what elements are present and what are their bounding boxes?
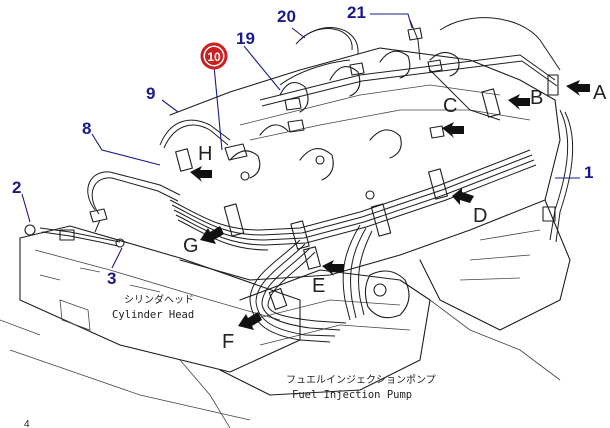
view-arrow-e (322, 260, 344, 276)
part-number-9: 9 (146, 84, 155, 103)
part-number-3: 3 (107, 269, 116, 288)
engine-outline (0, 47, 571, 428)
view-arrow-h (190, 166, 212, 182)
highlight-ring-fill (205, 47, 223, 65)
annotation-labels: シリンダヘッド Cylinder Head フュエルインジェクションポンプ Fu… (24, 293, 436, 428)
cylinder-head-label-en: Cylinder Head (112, 309, 194, 321)
view-arrow-d (452, 188, 474, 205)
view-arrows (190, 80, 590, 330)
view-letter-f: F (222, 331, 234, 353)
part-number-8: 8 (82, 119, 91, 138)
view-letter-d: D (473, 205, 487, 227)
view-letters: A B C D E F G H (183, 82, 607, 353)
page-marker: 4 (24, 419, 30, 428)
view-arrow-a (566, 80, 590, 96)
view-arrow-c (442, 122, 464, 138)
view-letter-e: E (312, 275, 325, 297)
view-arrow-f (238, 312, 262, 330)
view-letter-c: C (443, 95, 457, 117)
part-number-20: 20 (277, 7, 296, 26)
part-numbers: 1 2 3 8 9 10 19 20 21 (12, 3, 593, 288)
clamps-and-fittings (24, 27, 559, 311)
view-letter-g: G (183, 235, 199, 257)
fuel-pump-label-en: Fuel Injection Pump (292, 389, 412, 401)
part-number-10: 10 (207, 50, 221, 64)
view-arrow-b (508, 94, 530, 110)
view-letter-b: B (530, 87, 543, 109)
fuel-pipe-bundle (39, 17, 574, 343)
view-letter-h: H (198, 143, 212, 165)
part-number-21: 21 (347, 3, 366, 22)
part-number-2: 2 (12, 178, 21, 197)
view-letter-a: A (593, 82, 607, 104)
part-number-19: 19 (236, 29, 255, 48)
view-arrow-g (200, 226, 224, 244)
cylinder-head-label-jp: シリンダヘッド (124, 293, 194, 306)
fuel-pump-label-jp: フュエルインジェクションポンプ (286, 374, 436, 386)
leader-lines (21, 13, 580, 269)
part-number-1: 1 (584, 163, 593, 182)
